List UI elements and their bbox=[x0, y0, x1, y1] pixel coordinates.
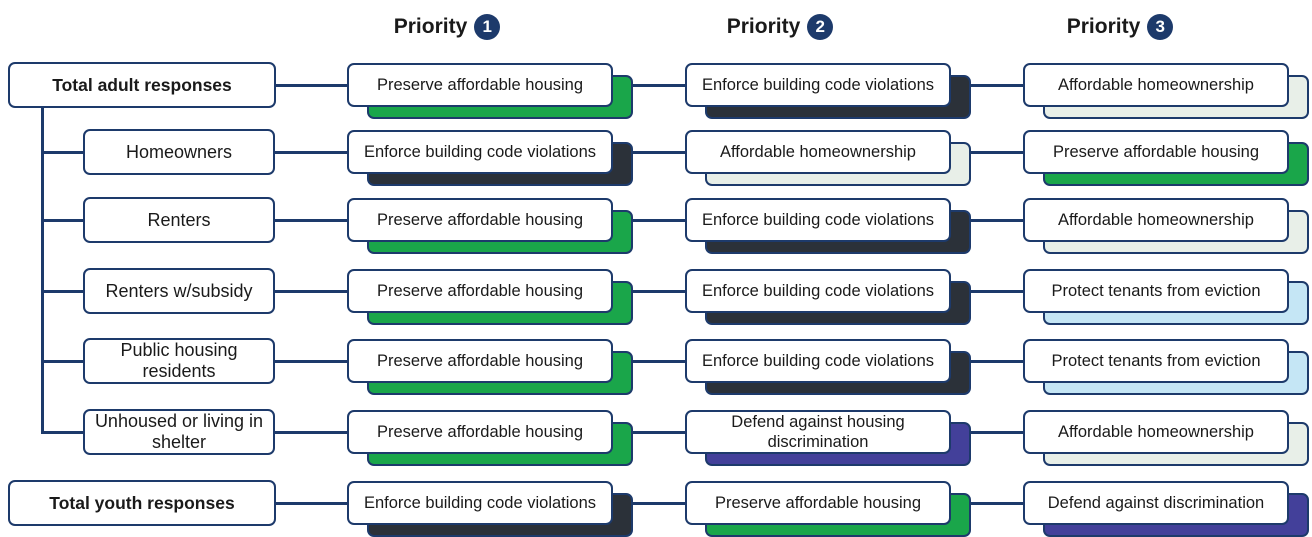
tree-branch-line bbox=[41, 219, 83, 222]
connector-line bbox=[613, 290, 685, 293]
priority-3-box: Affordable homeownership bbox=[1023, 410, 1289, 454]
priority-2-box: Defend against housing discrimination bbox=[685, 410, 951, 454]
connector-line bbox=[951, 84, 1023, 87]
priority-header-label: Priority bbox=[726, 15, 801, 38]
group-label: Renters bbox=[83, 197, 275, 243]
priority-header-2: Priority 2 bbox=[680, 10, 880, 44]
connector-line bbox=[951, 290, 1023, 293]
priority-2-box: Preserve affordable housing bbox=[685, 481, 951, 525]
connector-line bbox=[275, 431, 347, 434]
connector-line bbox=[275, 290, 347, 293]
priority-3-box: Affordable homeownership bbox=[1023, 63, 1289, 107]
connector-line bbox=[613, 84, 685, 87]
connector-line bbox=[951, 151, 1023, 154]
priority-1-box: Preserve affordable housing bbox=[347, 269, 613, 313]
priority-2-box: Affordable homeownership bbox=[685, 130, 951, 174]
priority-2-box: Enforce building code violations bbox=[685, 339, 951, 383]
priority-1-box: Preserve affordable housing bbox=[347, 410, 613, 454]
tree-branch-line bbox=[41, 151, 83, 154]
priority-3-box: Preserve affordable housing bbox=[1023, 130, 1289, 174]
priority-number-badge: 2 bbox=[807, 14, 834, 40]
tree-branch-line bbox=[41, 360, 83, 363]
connector-line bbox=[275, 360, 347, 363]
connector-line bbox=[951, 502, 1023, 505]
connector-line bbox=[275, 219, 347, 222]
priority-header-3: Priority 3 bbox=[1020, 10, 1220, 44]
priority-header-1: Priority 1 bbox=[347, 10, 547, 44]
connector-line bbox=[613, 431, 685, 434]
priority-3-box: Defend against discrimination bbox=[1023, 481, 1289, 525]
group-label: Unhoused or living in shelter bbox=[83, 409, 275, 455]
priority-2-box: Enforce building code violations bbox=[685, 198, 951, 242]
connector-line bbox=[276, 84, 347, 87]
priority-3-box: Protect tenants from eviction bbox=[1023, 269, 1289, 313]
group-label: Public housing residents bbox=[83, 338, 275, 384]
priority-1-box: Preserve affordable housing bbox=[347, 63, 613, 107]
total-group-label: Total youth responses bbox=[8, 480, 276, 526]
total-group-label: Total adult responses bbox=[8, 62, 276, 108]
priority-number-badge: 3 bbox=[1147, 14, 1174, 40]
priority-3-box: Affordable homeownership bbox=[1023, 198, 1289, 242]
connector-line bbox=[951, 360, 1023, 363]
connector-line bbox=[613, 219, 685, 222]
priority-2-box: Enforce building code violations bbox=[685, 269, 951, 313]
tree-branch-line bbox=[41, 290, 83, 293]
group-label: Renters w/subsidy bbox=[83, 268, 275, 314]
priority-header-label: Priority bbox=[1066, 15, 1141, 38]
connector-line bbox=[275, 151, 347, 154]
priority-1-box: Preserve affordable housing bbox=[347, 198, 613, 242]
connector-line bbox=[613, 151, 685, 154]
priority-1-box: Preserve affordable housing bbox=[347, 339, 613, 383]
priority-3-box: Protect tenants from eviction bbox=[1023, 339, 1289, 383]
group-label: Homeowners bbox=[83, 129, 275, 175]
priority-header-label: Priority bbox=[393, 15, 468, 38]
priority-1-box: Enforce building code violations bbox=[347, 130, 613, 174]
priority-1-box: Enforce building code violations bbox=[347, 481, 613, 525]
tree-branch-line bbox=[41, 431, 83, 434]
connector-line bbox=[276, 502, 347, 505]
priority-2-box: Enforce building code violations bbox=[685, 63, 951, 107]
connector-line bbox=[951, 431, 1023, 434]
connector-line bbox=[613, 502, 685, 505]
connector-line bbox=[613, 360, 685, 363]
priority-number-badge: 1 bbox=[474, 14, 501, 40]
connector-line bbox=[951, 219, 1023, 222]
tree-trunk-line bbox=[41, 106, 44, 432]
